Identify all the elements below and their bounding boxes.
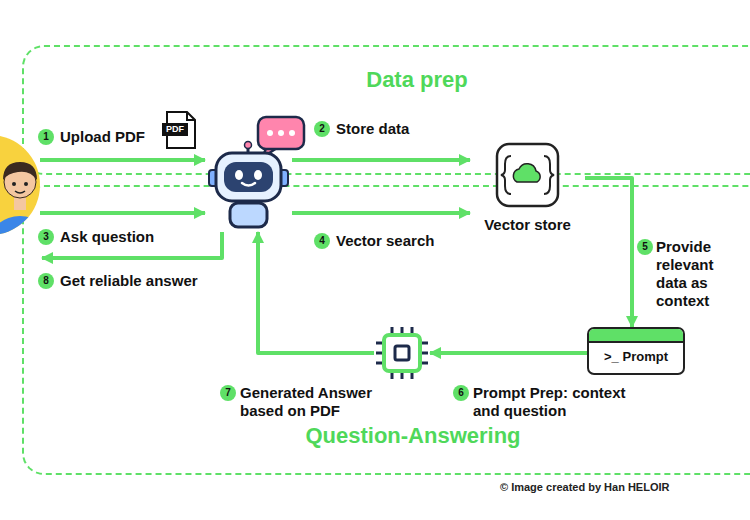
flow-arrow (292, 211, 470, 215)
flow-arrow (40, 158, 205, 162)
step-label: Ask question (60, 228, 154, 246)
prompt-header-band (589, 329, 683, 343)
callout-number: 1 (38, 129, 54, 145)
user-avatar (0, 130, 40, 240)
node-label: Vector store (470, 216, 585, 234)
copyright-note: © Image created by Han HELOIR (500, 480, 670, 494)
step-label: Prompt Prep: context and question (473, 384, 638, 420)
chatbot-icon (205, 140, 292, 232)
icon-shape (205, 140, 292, 232)
prompt-box: >_ Prompt (587, 327, 685, 375)
flow-arrow (40, 211, 205, 215)
callout-number: 7 (220, 385, 236, 401)
step-label: Provide relevant data as context (656, 238, 746, 310)
step-label: Get reliable answer (60, 272, 198, 290)
icon-shape (0, 130, 40, 240)
pdf-icon-text: PDF (162, 123, 188, 136)
step-label: Store data (336, 120, 409, 138)
chip-icon (374, 325, 430, 381)
chat-bubble (258, 117, 304, 157)
callout-number: 2 (314, 121, 330, 137)
callout-number: 4 (314, 233, 330, 249)
flow-arrow (585, 178, 632, 327)
callout-number: 6 (453, 385, 469, 401)
flow-arrow (258, 232, 374, 353)
icon-shape (374, 325, 430, 381)
callout-number: 3 (38, 229, 54, 245)
callout-number: 8 (38, 273, 54, 289)
vector-store: Vector store (470, 142, 585, 238)
step-label: Generated Answer based on PDF (240, 384, 385, 420)
flow-arrow (430, 351, 587, 355)
region-title: Question-Answering (263, 423, 563, 449)
pdf-icon (162, 112, 195, 148)
region-box: Data prep (22, 45, 750, 175)
region-title: Data prep (267, 67, 567, 93)
flow-arrow (292, 158, 470, 162)
prompt-text: >_ Prompt (589, 349, 683, 365)
callout-number: 5 (637, 239, 653, 255)
step-label: Upload PDF (60, 128, 145, 146)
step-label: Vector search (336, 232, 434, 250)
